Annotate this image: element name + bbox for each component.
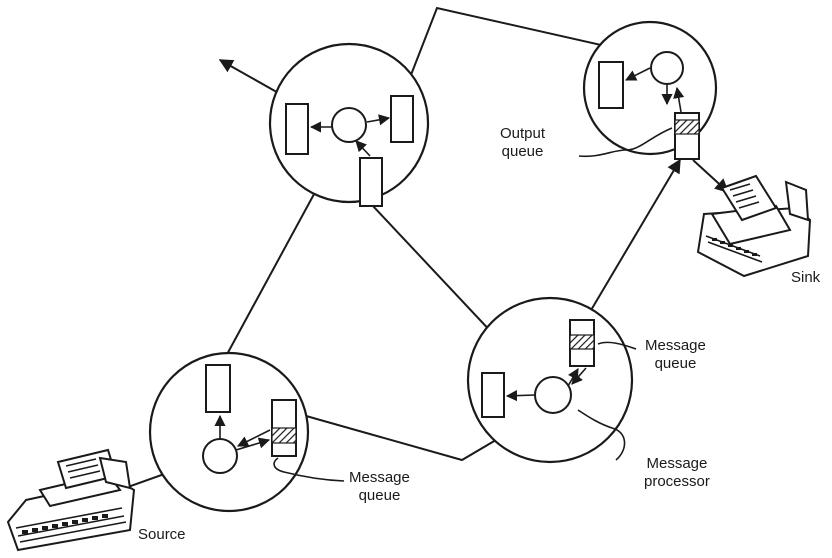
label-message-queue-left-line2: queue [358, 487, 401, 504]
node-bottomleft-boundary [148, 351, 310, 513]
node-bottomleft-message-queue-fill [271, 427, 297, 444]
label-message-queue-right: Message queue [645, 337, 706, 373]
label-message-queue-right-line2: queue [654, 355, 697, 372]
node-topright-arrow-up [673, 86, 685, 113]
node-bottomright-processor [534, 376, 572, 414]
link-bottomright-to-topright [583, 158, 681, 323]
node-bottomright-arrow-down [571, 367, 587, 385]
label-output-queue-line1: Output [500, 125, 546, 142]
node-top-queue-right [390, 95, 414, 143]
node-bottomright-arrow-left [505, 390, 536, 402]
label-output-queue: Output queue [500, 125, 545, 161]
label-message-processor-line2: processor [644, 473, 710, 490]
link-top-to-topright [401, 6, 652, 99]
node-topright-arrow-left [624, 67, 651, 81]
node-top-queue-bottom [359, 157, 383, 207]
message-processor-pointer [577, 409, 626, 461]
output-queue-pointer [578, 127, 673, 158]
node-topright-output-queue-fill [674, 119, 700, 135]
link-top-outgoing [218, 59, 283, 96]
node-bottomleft-processor [202, 438, 238, 474]
teletype-terminal-icon-source [6, 448, 136, 552]
node-top-processor [331, 107, 367, 143]
node-bottomleft-queue-top [205, 364, 231, 413]
label-sink-text: Sink [791, 269, 821, 286]
node-bottomleft-arrow-right [235, 437, 271, 451]
label-source: Source [138, 526, 186, 544]
node-top-queue-left [285, 103, 309, 155]
label-message-processor: Message processor [644, 455, 710, 491]
node-top-arrow-right [366, 114, 391, 126]
label-output-queue-line2: queue [501, 143, 544, 160]
node-bottomright-queue-left [481, 372, 505, 418]
node-topright [578, 20, 718, 160]
node-topright-queue-left [598, 61, 624, 109]
link-node-to-sink [692, 159, 730, 193]
label-sink: Sink [791, 269, 820, 287]
teletype-terminal-icon-sink [696, 174, 812, 278]
label-message-queue-left-line1: Message [349, 469, 410, 486]
node-bottomleft [148, 351, 345, 513]
label-source-text: Source [138, 526, 186, 543]
node-top [268, 42, 430, 207]
network-links [124, 6, 730, 489]
label-message-queue-right-line1: Message [645, 337, 706, 354]
node-topright-processor [650, 51, 684, 85]
message-queue-right-pointer [597, 341, 637, 350]
node-bottomleft-arrow-left [236, 429, 271, 447]
node-bottomright-message-queue-fill [569, 334, 595, 350]
label-message-queue-left: Message queue [349, 469, 410, 505]
node-top-arrow-bottom [355, 140, 371, 157]
label-message-processor-line1: Message [646, 455, 708, 472]
node-bottomright [466, 296, 637, 464]
message-queue-left-pointer [273, 457, 345, 482]
